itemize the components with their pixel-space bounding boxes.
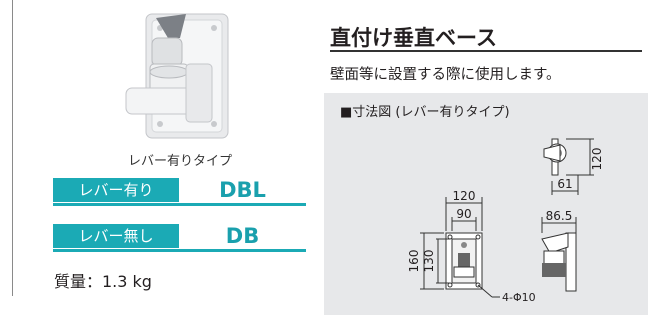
- left-divider: [12, 0, 13, 296]
- variant-label: レバー無し: [53, 224, 179, 248]
- side-view: [541, 217, 577, 292]
- variant-row-with-lever: レバー有り DBL: [53, 178, 306, 206]
- dim-top-depth: 61: [557, 177, 572, 191]
- dimension-panel-title: ■寸法図 (レバー有りタイプ): [340, 105, 510, 120]
- dim-holes: 4-Φ10: [502, 291, 536, 304]
- dim-top-height: 120: [590, 148, 604, 171]
- dim-front-width-outer: 120: [453, 189, 476, 203]
- description: 壁面等に設置する際に使用します。: [330, 67, 561, 83]
- dimension-panel: [324, 93, 648, 315]
- mass-text: 質量：1.3 kg: [54, 272, 152, 291]
- dimension-drawing: 120 61 120 90 160 130 4-Φ10: [407, 138, 604, 304]
- front-view: [420, 197, 500, 298]
- product-photo: [125, 13, 229, 139]
- dim-side-depth: 86.5: [546, 209, 573, 223]
- page-title: 直付け垂直ベース: [330, 26, 497, 50]
- title-rule: [330, 50, 642, 52]
- variant-row-without-lever: レバー無し DB: [53, 224, 306, 252]
- variant-code: DBL: [219, 178, 266, 202]
- product-caption: レバー有りタイプ: [128, 154, 233, 169]
- top-view: [543, 138, 594, 195]
- variant-code: DB: [225, 224, 260, 248]
- dim-front-width-inner: 90: [456, 207, 471, 221]
- variant-underline: [53, 249, 306, 252]
- variant-label: レバー有り: [53, 178, 179, 202]
- variant-underline: [53, 203, 306, 206]
- dim-front-height-outer: 160: [407, 250, 421, 273]
- dim-front-height-inner: 130: [422, 250, 436, 273]
